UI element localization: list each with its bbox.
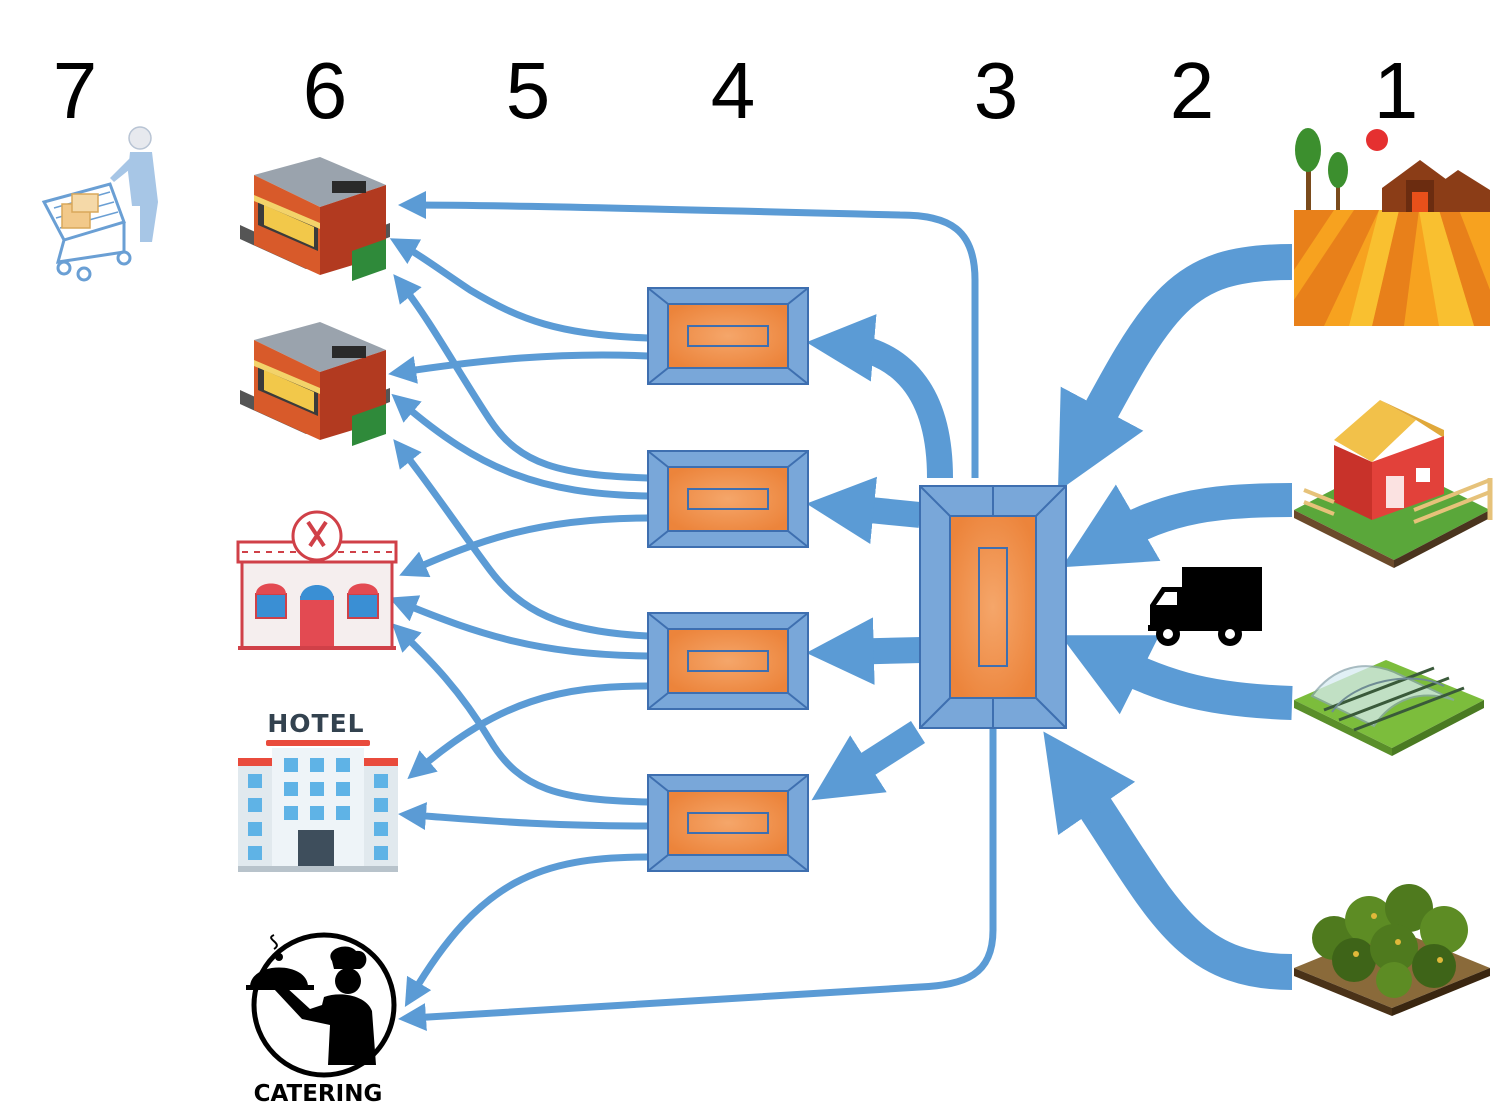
shop-1 bbox=[240, 157, 390, 281]
warehouse-icon bbox=[647, 450, 809, 548]
flow-arrow-greenhouse-to-hub bbox=[1060, 635, 1293, 720]
flow-arrow-distributor-2-to-restaurant bbox=[399, 514, 649, 578]
warehouse-icon bbox=[647, 774, 809, 872]
distributor-2 bbox=[647, 450, 809, 548]
orchard-icon bbox=[1294, 884, 1490, 1016]
flow-arrow-distributor-3-to-hotel bbox=[407, 682, 649, 780]
restaurant bbox=[236, 510, 398, 650]
flow-arrow-distributor-4-to-restaurant bbox=[391, 623, 649, 806]
flow-arrow-hub-to-distributor-3 bbox=[806, 617, 923, 685]
flow-arrow-distributor-2-to-shop-2 bbox=[391, 393, 649, 500]
flow-arrow-orchard-to-hub bbox=[1043, 731, 1293, 990]
flow-arrow-distributor-4-to-catering bbox=[404, 853, 649, 1008]
hotel: HOTEL bbox=[238, 709, 398, 872]
flow-arrows bbox=[388, 191, 1293, 1032]
store-building-icon bbox=[240, 322, 390, 446]
transport bbox=[1148, 567, 1262, 646]
greenhouse-icon bbox=[1294, 660, 1484, 756]
flow-arrow-distributor-1-to-shop-1 bbox=[389, 238, 649, 342]
flow-arrow-distributor-1-to-shop-2 bbox=[388, 351, 649, 384]
hotel-sign-label: HOTEL bbox=[267, 709, 364, 738]
warehouse-icon bbox=[647, 287, 809, 385]
producer-greenhouse bbox=[1294, 660, 1484, 756]
flow-arrow-barn-to-hub bbox=[1061, 483, 1293, 568]
store-building-icon bbox=[240, 157, 390, 281]
truck-icon bbox=[1148, 567, 1262, 646]
stage-labels: 7 6 5 4 3 2 1 bbox=[53, 46, 1419, 135]
flow-arrow-hub-to-distributor-2 bbox=[806, 476, 922, 544]
stage-label-2: 2 bbox=[1170, 46, 1215, 135]
distributor-3 bbox=[647, 612, 809, 710]
distributor-4 bbox=[647, 774, 809, 872]
stage-label-6: 6 bbox=[303, 46, 348, 135]
flow-arrow-distributor-3-to-restaurant-a bbox=[389, 595, 649, 660]
flow-arrow-hub-to-shop-1 bbox=[398, 191, 979, 478]
flow-arrow-distributor-2-to-shop-1 bbox=[393, 274, 649, 482]
flow-arrow-hub-to-distributor-4 bbox=[811, 721, 926, 801]
restaurant-icon bbox=[236, 510, 398, 650]
shop-2 bbox=[240, 322, 390, 446]
producer-orchard bbox=[1294, 884, 1490, 1016]
crop-field-farm-icon bbox=[1294, 128, 1490, 326]
stage-label-7: 7 bbox=[53, 46, 98, 135]
flow-arrow-distributor-3-to-shop-2 bbox=[393, 439, 649, 640]
barn-farm-icon bbox=[1294, 400, 1493, 568]
flow-arrow-field-to-hub bbox=[1057, 244, 1293, 492]
stage-label-1: 1 bbox=[1374, 46, 1419, 135]
central-warehouse-icon bbox=[919, 485, 1067, 729]
stage-label-4: 4 bbox=[711, 46, 756, 135]
flow-arrow-hub-to-catering bbox=[398, 728, 997, 1032]
hotel-icon: HOTEL bbox=[238, 709, 398, 872]
catering-label: CATERING bbox=[254, 1081, 383, 1107]
warehouse-icon bbox=[647, 612, 809, 710]
stage-label-5: 5 bbox=[506, 46, 551, 135]
producer-field-farm bbox=[1294, 128, 1490, 326]
shopper-cart-icon bbox=[41, 126, 158, 282]
central-hub bbox=[919, 485, 1067, 729]
producer-barn-farm bbox=[1294, 400, 1493, 568]
catering-icon: CATERING bbox=[246, 932, 397, 1107]
flow-arrow-distributor-4-to-hotel bbox=[398, 802, 649, 830]
stage-label-3: 3 bbox=[974, 46, 1019, 135]
consumer bbox=[41, 126, 158, 282]
catering: CATERING bbox=[246, 932, 397, 1107]
distributor-1 bbox=[647, 287, 809, 385]
flow-arrow-hub-to-distributor-1 bbox=[806, 314, 953, 479]
